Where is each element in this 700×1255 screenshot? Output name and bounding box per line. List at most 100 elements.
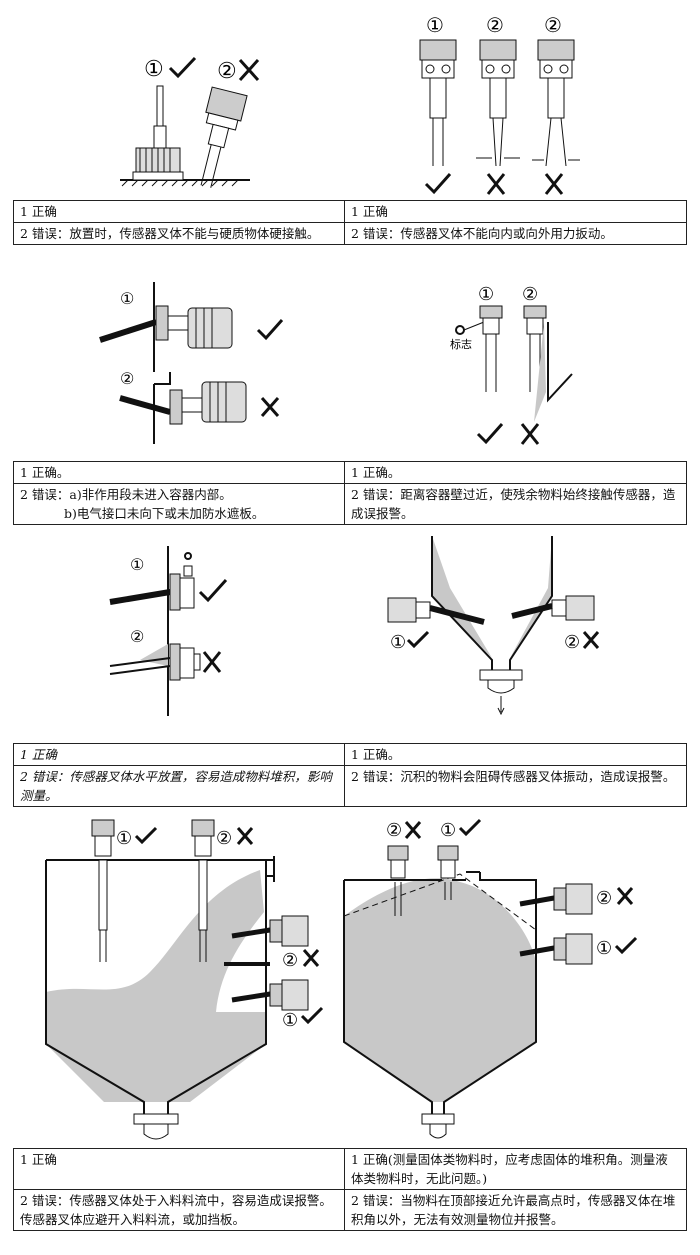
cell-right-correct: 1 正确(测量固体类物料时，应考虑固体的堆积角。测量液体类物料时，无此问题。) (344, 1148, 687, 1190)
cross-mark (520, 423, 540, 445)
baffle-plate (224, 962, 270, 966)
sensor-left (387, 597, 485, 625)
figure-tilted-mount: ① ② (109, 546, 228, 716)
marker-wrong-2: ② (120, 369, 134, 388)
cell-left-correct: 1 正确 (13, 743, 345, 766)
cross-mark (302, 949, 320, 967)
cell-left-correct: 1 正确。 (13, 461, 345, 484)
sensor-correct (479, 305, 503, 392)
check-mark (198, 578, 228, 603)
section-2-table: 1 正确。 1 正确。 2 错误：a)非作用段未进入容器内部。 b)电气接口未向… (13, 461, 687, 525)
sediment-right (510, 536, 552, 658)
check-mark (300, 1006, 324, 1025)
marker-wrong-2: ② (564, 632, 580, 653)
figure-wall-distance: ① ② 标志 (450, 284, 573, 445)
figure-repose-angle: ② ① ② ① (343, 818, 638, 1139)
check-mark (168, 56, 197, 79)
marker-correct-1: ① (120, 289, 134, 308)
residual-material (534, 322, 546, 422)
cell-right-wrong: 2 错误：当物料在顶部接近允许最高点时，传感器叉体在堆积角以外，无法有效测量物位… (344, 1189, 687, 1231)
marker-correct-1: ① (426, 13, 444, 37)
sensor-side-correct (231, 979, 309, 1011)
cell-left-wrong-b: b)电气接口未向下或未加防水遮板。 (64, 506, 265, 521)
cell-left-wrong: 2 错误：传感器叉体水平放置，容易造成物料堆积，影响测量。 (13, 765, 345, 807)
sensor-top-wrong (387, 845, 409, 916)
check-mark (134, 826, 158, 845)
sensor-side-correct (519, 933, 593, 965)
figure-cone-sediment: ① ② (387, 536, 600, 716)
figure-fork-bending: ① ② ② (419, 13, 580, 195)
cross-mark (582, 631, 600, 649)
cross-mark (616, 887, 634, 905)
marker-correct-1: ① (130, 555, 144, 574)
flag-marker-icon (184, 552, 192, 560)
cell-left-correct: 1 正确 (13, 200, 345, 223)
marker-wrong-2: ② (386, 820, 402, 841)
sensor-wrong (109, 643, 201, 681)
check-mark (256, 319, 284, 341)
cell-right-correct: 1 正确。 (344, 743, 687, 766)
marker-wrong-2a: ② (486, 13, 504, 37)
sensor-spread (532, 39, 580, 167)
sensor-side-wrong (519, 883, 593, 915)
marker-correct-1: ① (116, 828, 132, 849)
cross-mark (238, 58, 260, 82)
cell-right-wrong: 2 错误：沉积的物料会阻碍传感器叉体振动，造成误报警。 (344, 765, 687, 807)
check-mark (476, 423, 504, 445)
cross-mark (404, 821, 422, 839)
sensor-leaning (200, 86, 248, 188)
marker-wrong-2-side: ② (282, 950, 298, 971)
sensor-top-wrong (191, 819, 215, 962)
material-heap (344, 878, 536, 1102)
sensor-pinched (476, 39, 520, 167)
tank-outline (45, 859, 267, 1114)
cell-left-wrong-a: 2 错误：a)非作用段未进入容器内部。 (20, 487, 232, 502)
figure-inflow-stream: ① ② ② ① (45, 819, 324, 1140)
cross-mark (260, 397, 280, 417)
cell-right-wrong: 2 错误：距离容器壁过近，使残余物料始终接触传感器，造成误报警。 (344, 483, 687, 525)
sensor-right (511, 595, 595, 621)
sensor-correct (109, 565, 195, 611)
marker-wrong-2: ② (522, 284, 538, 305)
cell-right-correct: 1 正确。 (344, 461, 687, 484)
check-mark (614, 936, 638, 955)
figure-placement-hard-contact: ① ② (120, 56, 260, 188)
sensor-correct (99, 305, 233, 349)
section-1-table: 1 正确 1 正确 2 错误：放置时，传感器叉体不能与硬质物体硬接触。 2 错误… (13, 200, 687, 245)
sensor-top-correct (91, 819, 115, 962)
section-4-table: 1 正确 1 正确(测量固体类物料时，应考虑固体的堆积角。测量液体类物料时，无此… (13, 1148, 687, 1231)
check-mark (458, 818, 482, 837)
marker-correct-1-side: ① (596, 938, 612, 959)
figure-side-mount: ① ② (99, 282, 284, 444)
cell-left-wrong: 2 错误：放置时，传感器叉体不能与硬质物体硬接触。 (13, 222, 345, 245)
marker-wrong-2: ② (130, 627, 144, 646)
cell-left-wrong: 2 错误：传感器叉体处于入料料流中，容易造成误报警。传感器叉体应避开入料料流，或… (13, 1189, 345, 1231)
material-pile (46, 870, 266, 1102)
marker-correct-1: ① (144, 57, 164, 82)
cross-mark (544, 173, 564, 195)
marker-correct-1: ① (440, 820, 456, 841)
marker-wrong-2: ② (216, 828, 232, 849)
sensor-side-wrong (231, 915, 309, 947)
cell-right-wrong: 2 错误：传感器叉体不能向内或向外用力扳动。 (344, 222, 687, 245)
section-3-table: 1 正确 1 正确。 2 错误：传感器叉体水平放置，容易造成物料堆积，影响测量。… (13, 743, 687, 807)
sediment-left (432, 536, 492, 658)
flag-label: 标志 (450, 337, 472, 351)
cell-left-correct: 1 正确 (13, 1148, 345, 1190)
sensor-top-correct (437, 845, 459, 900)
sensor-straight (419, 39, 457, 166)
marker-wrong-2b: ② (544, 13, 562, 37)
tank-outline (343, 871, 537, 1114)
marker-correct-1-side: ① (282, 1010, 298, 1031)
marker-correct-1: ① (390, 632, 406, 653)
sensor-upright (132, 85, 184, 181)
cross-mark (486, 173, 506, 195)
flag-marker-icon (455, 325, 465, 335)
cell-right-correct: 1 正确 (344, 200, 687, 223)
vessel-wall (547, 322, 573, 403)
marker-correct-1: ① (478, 284, 494, 305)
marker-wrong-2: ② (217, 59, 237, 84)
cross-mark (202, 651, 222, 673)
sensor-wrong (119, 372, 247, 425)
check-mark (424, 173, 452, 195)
